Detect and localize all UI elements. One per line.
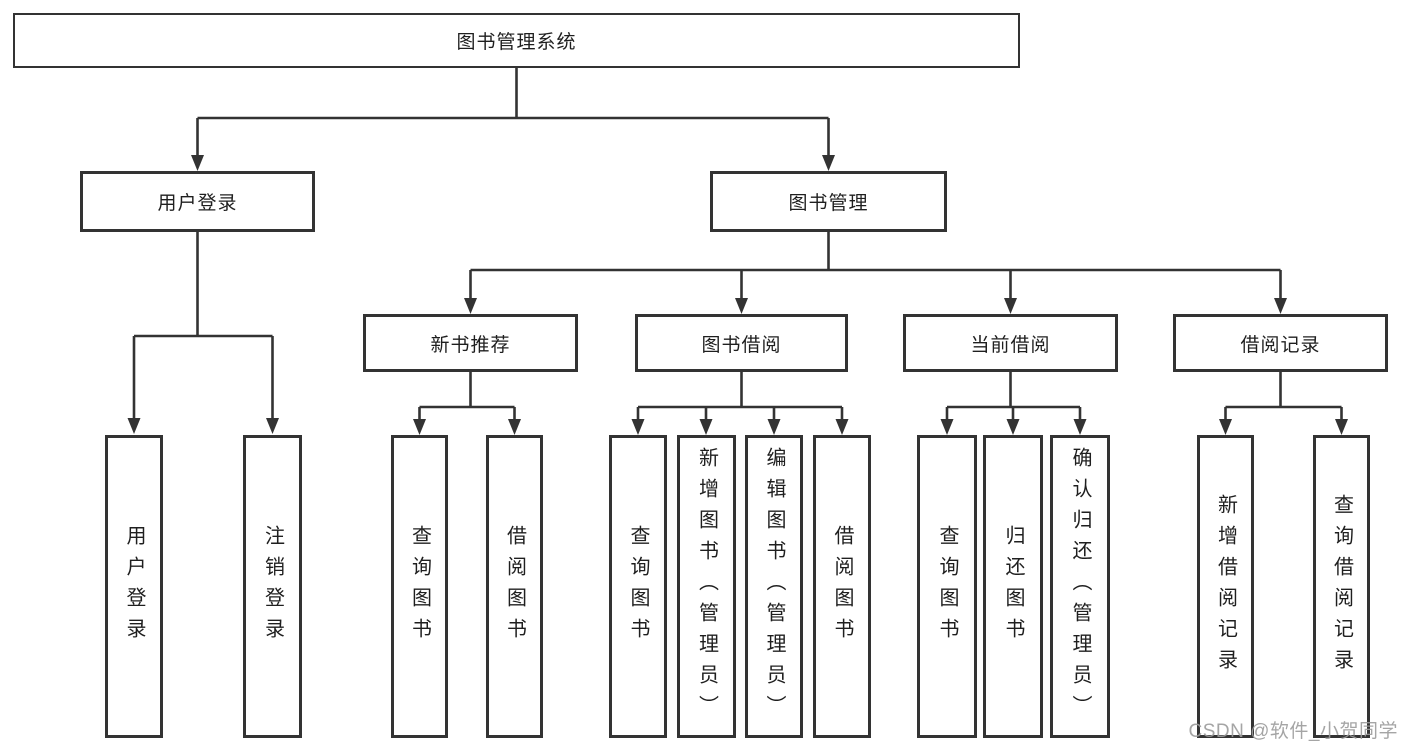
leaf-borrow-books: 借阅图书 — [813, 435, 871, 738]
node-label: 查询图书 — [627, 524, 649, 649]
node-label: 图书借阅 — [701, 334, 782, 356]
node-label: 新书推荐 — [430, 334, 511, 356]
node-label: 图书管理系统 — [456, 32, 577, 53]
connector-book-management-children — [464, 232, 1287, 314]
leaf-logout: 注销登录 — [243, 435, 302, 738]
connector-current-borrow-children — [940, 372, 1087, 435]
node-label: 新增借阅记录 — [1214, 493, 1237, 680]
node-label: 查询图书 — [408, 524, 431, 649]
leaf-query-borrow-record: 查询借阅记录 — [1313, 435, 1370, 738]
connector-borrow-records-children — [1219, 372, 1348, 435]
node-label: 确认归还（管理员） — [1069, 447, 1091, 726]
node-label: 用户登录 — [157, 193, 238, 214]
node-label: 归还图书 — [1002, 524, 1024, 649]
node-label: 查询图书 — [936, 524, 958, 649]
node-new-book-recommendation: 新书推荐 — [363, 314, 578, 372]
node-book-borrowing: 图书借阅 — [635, 314, 848, 372]
leaf-add-borrow-record: 新增借阅记录 — [1197, 435, 1254, 738]
leaf-query-books-recommend: 查询图书 — [391, 435, 448, 738]
leaf-confirm-return-admin: 确认归还（管理员） — [1050, 435, 1110, 738]
connector-root-to-level2 — [191, 68, 835, 171]
node-label: 图书管理 — [788, 193, 869, 214]
node-library-management-system: 图书管理系统 — [13, 13, 1020, 68]
leaf-edit-books-admin: 编辑图书（管理员） — [745, 435, 803, 738]
node-current-borrowing: 当前借阅 — [903, 314, 1118, 372]
node-label: 当前借阅 — [970, 334, 1051, 356]
leaf-query-books-borrow: 查询图书 — [609, 435, 667, 738]
leaf-add-books-admin: 新增图书（管理员） — [677, 435, 736, 738]
node-label: 借阅图书 — [503, 524, 526, 649]
connector-user-login-children — [127, 232, 279, 434]
node-user-login: 用户登录 — [80, 171, 315, 232]
leaf-query-books-current: 查询图书 — [917, 435, 977, 738]
node-label: 注销登录 — [261, 524, 284, 649]
csdn-watermark: CSDN @软件_小贺同学 — [1188, 721, 1398, 742]
node-label: 新增图书（管理员） — [695, 447, 718, 726]
node-borrowing-records: 借阅记录 — [1173, 314, 1388, 372]
leaf-user-login: 用户登录 — [105, 435, 163, 738]
leaf-return-books: 归还图书 — [983, 435, 1043, 738]
connector-new-book-children — [413, 372, 521, 435]
node-label: 借阅图书 — [831, 524, 853, 649]
leaf-borrow-books-recommend: 借阅图书 — [486, 435, 543, 738]
node-book-management: 图书管理 — [710, 171, 947, 232]
node-label: 用户登录 — [123, 524, 145, 649]
connector-book-borrow-children — [631, 372, 849, 435]
node-label: 编辑图书（管理员） — [763, 447, 785, 726]
node-label: 借阅记录 — [1240, 334, 1321, 356]
node-label: 查询借阅记录 — [1330, 493, 1353, 680]
